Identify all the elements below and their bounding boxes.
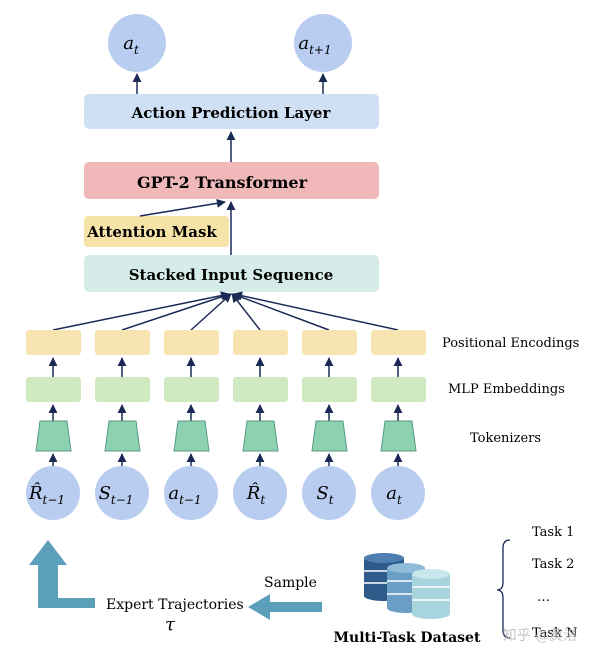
- sample-arrow-icon: [248, 594, 322, 620]
- positional-encoding-box: [95, 330, 150, 355]
- arrow-converge: [190, 293, 232, 331]
- tokenizer-trapezoid: [104, 420, 141, 452]
- input-sub: t: [260, 493, 265, 507]
- mlp-embeddings-label: MLP Embeddings: [448, 382, 565, 397]
- task-item: Task 1: [532, 525, 574, 540]
- output-a-t: at: [108, 14, 166, 72]
- arrow-converge: [232, 292, 330, 331]
- converging-arrows: [52, 291, 399, 331]
- output-sub: t: [134, 43, 139, 57]
- input-base: a: [168, 483, 179, 504]
- output-circle: [108, 14, 166, 72]
- mlp-embedding-box: [302, 377, 357, 402]
- multi-task-dataset-label: Multi-Task Dataset: [334, 630, 481, 646]
- svg-text:St: St: [316, 483, 333, 507]
- output-sub: t+1: [309, 43, 332, 57]
- mlp-embedding-box: [95, 377, 150, 402]
- mlp-embedding-box: [26, 377, 81, 402]
- task-item: Task N: [532, 626, 577, 641]
- tokenizer-trapezoid: [380, 420, 417, 452]
- input-sub: t−1: [111, 493, 134, 507]
- stacked-input-block: [84, 255, 379, 292]
- tau-symbol: τ: [165, 614, 176, 635]
- token-column: at: [371, 330, 426, 520]
- input-circle: [233, 466, 287, 520]
- output-base: a: [123, 33, 134, 54]
- action-prediction-layer: [84, 94, 379, 129]
- expert-trajectories-label: Expert Trajectories: [106, 597, 244, 613]
- gpt2-label: GPT-2 Transformer: [137, 173, 308, 192]
- database-icon: [364, 553, 450, 619]
- positional-encoding-box: [302, 330, 357, 355]
- input-sub: t−1: [179, 493, 202, 507]
- attention-mask-label: Attention Mask: [86, 223, 217, 241]
- input-base: S: [316, 483, 328, 504]
- attention-mask-block: [84, 216, 229, 247]
- positional-encoding-box: [233, 330, 288, 355]
- mlp-embedding-box: [164, 377, 219, 402]
- token-column: at−1: [164, 330, 219, 520]
- input-circle: [371, 466, 425, 520]
- sample-label: Sample: [264, 575, 317, 591]
- svg-text:at−1: at−1: [168, 483, 201, 507]
- arrow-converge: [233, 291, 399, 331]
- brace: [496, 539, 511, 639]
- tokenizers-label: Tokenizers: [470, 431, 541, 446]
- input-sub: t−1: [43, 493, 66, 507]
- output-a-t-plus-1: at+1: [294, 14, 352, 72]
- mlp-embedding-box: [233, 377, 288, 402]
- token-column: R̂t−1: [26, 330, 81, 520]
- arrow-converge: [52, 291, 230, 331]
- feedback-arrow-icon: [29, 540, 95, 608]
- stacked-input-label: Stacked Input Sequence: [129, 266, 334, 284]
- svg-text:R̂t−1: R̂t−1: [28, 482, 65, 507]
- task-item: Task 2: [532, 557, 574, 572]
- input-circle: [95, 466, 149, 520]
- output-circle: [294, 14, 352, 72]
- mlp-embedding-box: [371, 377, 426, 402]
- tokenizer-trapezoid: [242, 420, 279, 452]
- token-column: St: [302, 330, 357, 520]
- gpt2-transformer-block: [84, 162, 379, 199]
- input-base: a: [386, 483, 397, 504]
- input-base: S: [99, 483, 111, 504]
- positional-encoding-box: [26, 330, 81, 355]
- arrow-converge: [121, 292, 231, 331]
- input-circle: [164, 466, 218, 520]
- tokenizer-trapezoid: [311, 420, 348, 452]
- input-circle: [302, 466, 356, 520]
- positional-encoding-box: [164, 330, 219, 355]
- svg-text:at+1: at+1: [298, 33, 331, 57]
- arrow-mask-to-gpt: [139, 198, 226, 217]
- input-base: R̂: [246, 482, 261, 504]
- svg-text:St−1: St−1: [99, 483, 134, 507]
- svg-text:at: at: [386, 483, 402, 507]
- positional-encodings-label: Positional Encodings: [442, 336, 579, 351]
- svg-text:R̂t: R̂t: [246, 482, 266, 507]
- action-prediction-label: Action Prediction Layer: [131, 104, 332, 122]
- positional-encoding-box: [371, 330, 426, 355]
- watermark: 知乎 @黄洛: [503, 627, 577, 644]
- task-item: …: [537, 590, 550, 605]
- svg-text:at: at: [123, 33, 139, 57]
- input-base: R̂: [28, 482, 43, 504]
- token-column: St−1: [95, 330, 150, 520]
- tokenizer-trapezoid: [173, 420, 210, 452]
- output-base: a: [298, 33, 309, 54]
- input-sub: t: [397, 493, 402, 507]
- tokenizer-trapezoid: [35, 420, 72, 452]
- input-circle: [26, 466, 80, 520]
- token-column: R̂t: [233, 330, 288, 520]
- input-sub: t: [329, 493, 334, 507]
